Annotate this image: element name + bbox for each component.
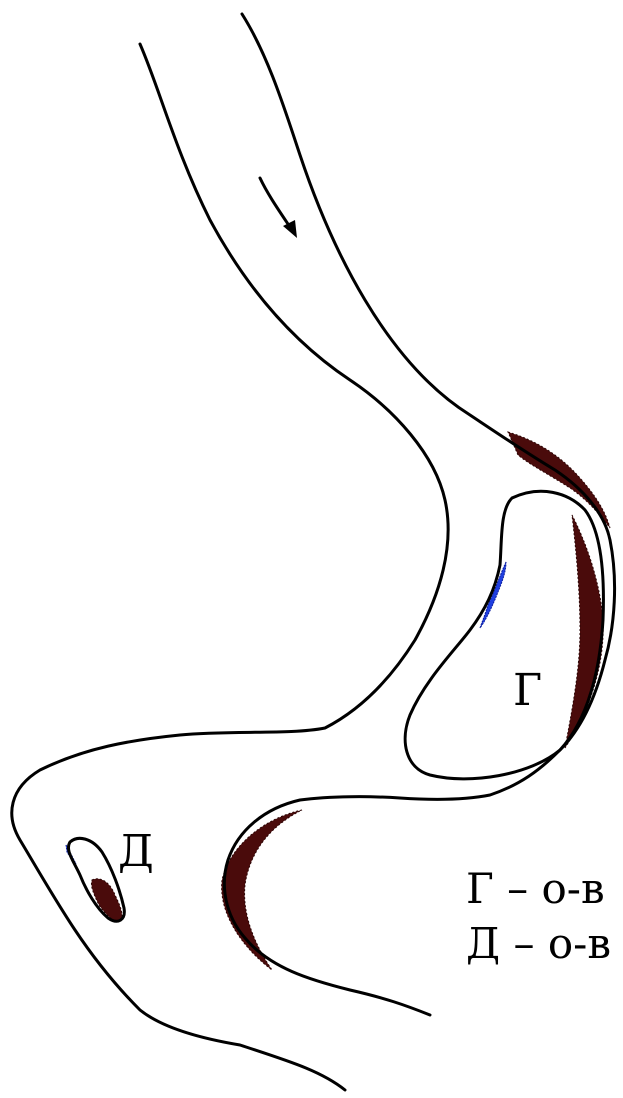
island-g-label: Г: [513, 665, 542, 716]
flow-direction-arrow-icon: [260, 178, 297, 238]
erosion-zone-upper-right-bank: [508, 432, 610, 528]
accumulation-zone-island-g: [480, 562, 506, 628]
legend-line-island-g: Г – о-в: [466, 864, 605, 913]
legend-line-island-d: Д – о-в: [466, 919, 611, 968]
erosion-zone-lower-bank: [222, 810, 302, 970]
island-d-label: Д: [118, 826, 154, 877]
channel-left-bank-line: [12, 44, 448, 1090]
